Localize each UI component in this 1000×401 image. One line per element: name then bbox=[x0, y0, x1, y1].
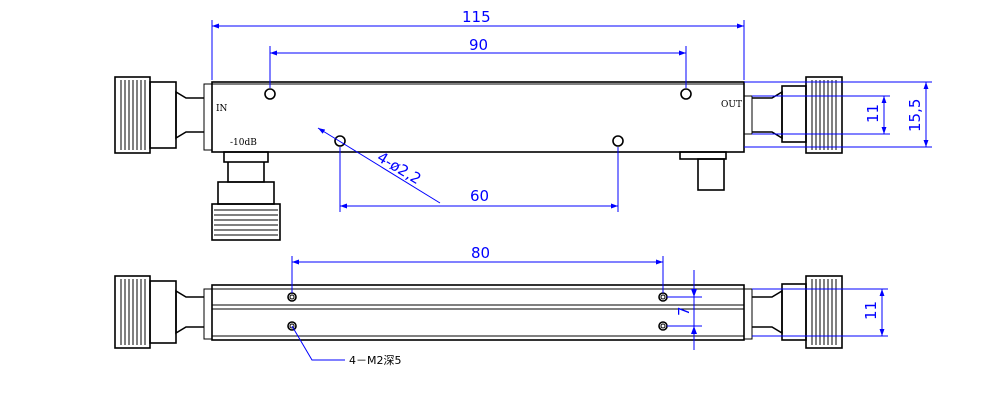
out-connector bbox=[743, 76, 843, 154]
dim-connector-axis: 11 bbox=[864, 104, 882, 123]
dim-side-connector-axis: 11 bbox=[862, 301, 880, 320]
dim-inner-holes: 60 bbox=[470, 187, 489, 205]
thread-note-text: 4－M2深5 bbox=[349, 354, 402, 367]
threaded-hole-top-right bbox=[658, 292, 668, 302]
threaded-hole-top-left bbox=[287, 292, 297, 302]
threaded-hole-bottom-right bbox=[658, 321, 668, 331]
in-connector bbox=[114, 76, 213, 154]
mount-hole-bottom-left bbox=[334, 135, 346, 147]
mount-hole-bottom-right bbox=[612, 135, 624, 147]
coupled-connector bbox=[211, 151, 281, 241]
coupler-body-top bbox=[211, 81, 745, 153]
port-label-in: IN bbox=[216, 104, 228, 114]
threaded-hole-bottom-left bbox=[287, 321, 297, 331]
hole-callout-text: 4-ø2,2 bbox=[374, 148, 424, 188]
port-label-out: OUT bbox=[721, 100, 742, 110]
dim-total-length: 115 bbox=[462, 8, 491, 26]
bottom-view: 80 7 11 4－M2深5 bbox=[114, 244, 888, 367]
mount-hole-top-right bbox=[680, 88, 692, 100]
in-connector-side bbox=[114, 275, 213, 349]
top-view: IN OUT -10dB bbox=[114, 8, 932, 241]
thread-note-leader bbox=[291, 325, 345, 361]
port-label-coupled: -10dB bbox=[230, 138, 257, 148]
dim-body-width: 15,5 bbox=[906, 99, 924, 132]
dim-outer-holes: 90 bbox=[469, 36, 488, 54]
dim-hole-spacing: 80 bbox=[471, 244, 490, 262]
hole-callout-leader bbox=[317, 127, 441, 204]
dim-hole-pitch: 7 bbox=[675, 306, 693, 316]
out-connector-side bbox=[743, 275, 843, 349]
mount-hole-top-left bbox=[264, 88, 276, 100]
load-termination bbox=[679, 151, 727, 191]
